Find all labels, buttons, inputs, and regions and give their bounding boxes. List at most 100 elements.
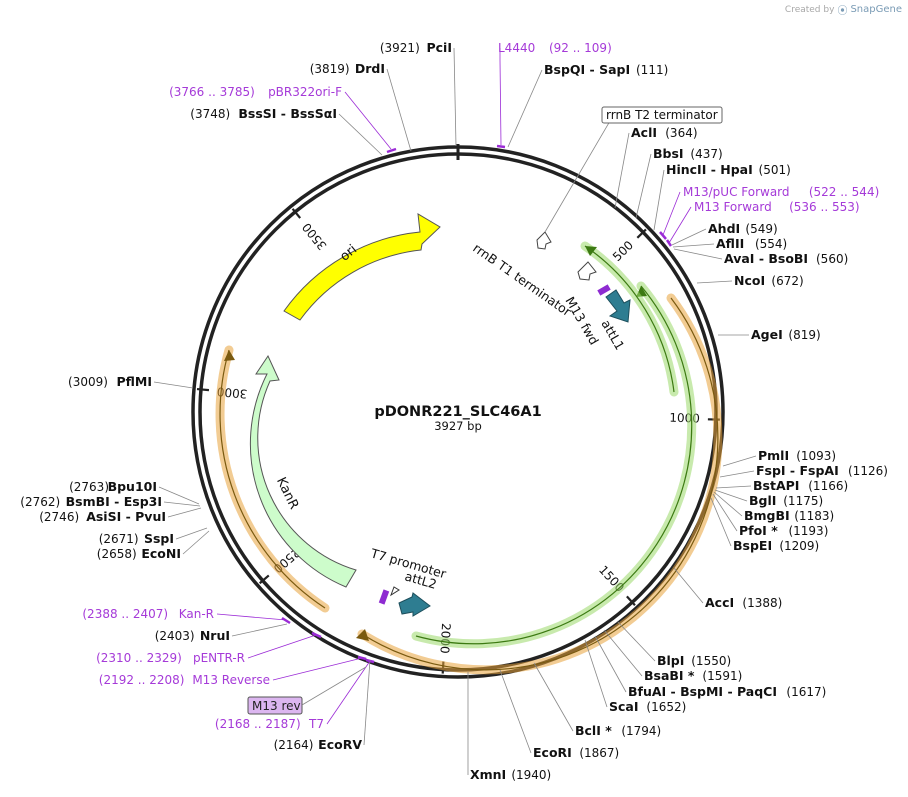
site-name: BspQI - SapI: [544, 62, 630, 77]
site-position: (1175): [783, 494, 823, 508]
site-pcii[interactable]: PciI(3921): [380, 40, 452, 55]
site-leader: [671, 228, 707, 246]
tick-mark: [636, 228, 647, 239]
site-leader: [158, 486, 200, 505]
primer-leader: [247, 634, 317, 659]
primer-range: (536 .. 553): [789, 200, 859, 214]
primer-m13fwd[interactable]: M13 Forward(536 .. 553): [694, 200, 860, 214]
kanr-arrow[interactable]: [249, 354, 357, 588]
site-position: (1193): [788, 524, 828, 538]
site-fspi[interactable]: FspI - FspAI(1126): [756, 463, 888, 478]
attl2-primer[interactable]: [378, 589, 390, 605]
site-position: (1652): [646, 700, 686, 714]
site-aflii[interactable]: AflII(554): [716, 236, 787, 251]
t7-promoter-shape: [390, 586, 400, 597]
site-name: BsaBI *: [644, 668, 695, 683]
site-name: PflMI: [116, 374, 152, 389]
site-name: AsiSI - PvuI: [86, 509, 166, 524]
plasmid-size: 3927 bp: [434, 419, 482, 433]
rrnb-t1-shape: [577, 261, 597, 281]
site-acci[interactable]: AccI(1388): [705, 595, 782, 610]
site-name: NruI: [200, 628, 230, 643]
m13-rev-box[interactable]: [247, 696, 303, 715]
site-bmgbi[interactable]: BmgBI(1183): [744, 508, 834, 523]
primer-m13rev[interactable]: M13 Reverse(2192 .. 2208): [99, 673, 270, 687]
site-name: AccI: [705, 595, 734, 610]
site-econi[interactable]: EcoNI(2658): [97, 546, 181, 561]
attl1-arrow[interactable]: [605, 289, 631, 323]
site-bfuai[interactable]: BfuAI - BspMI - PaqCI(1617): [628, 684, 826, 699]
site-nrui[interactable]: NruI(2403): [155, 628, 230, 643]
site-leader: [153, 381, 194, 389]
site-hincii[interactable]: HincII - HpaI(501): [666, 162, 791, 177]
primer-mark-kanr: [281, 616, 291, 625]
site-drdi[interactable]: DrdI(3819): [310, 61, 385, 76]
site-pmli[interactable]: PmlI(1093): [758, 448, 836, 463]
feature-attl2[interactable]: T7 promoter attL2: [368, 545, 449, 617]
site-ncoi[interactable]: NcoI(672): [734, 273, 804, 288]
attl1-primer[interactable]: [597, 284, 611, 296]
site-xmni[interactable]: XmnI(1940): [470, 767, 551, 782]
site-pfoi[interactable]: PfoI *(1193): [739, 523, 828, 538]
site-agei[interactable]: AgeI(819): [751, 327, 821, 342]
site-position: (554): [755, 237, 787, 251]
leader-lines: [153, 47, 757, 775]
primer-t7[interactable]: T7(2168 .. 2187): [215, 717, 324, 731]
m13-rev-box-group[interactable]: M13 rev: [247, 666, 367, 715]
feature-rrnb-t2[interactable]: rrnB T2 terminator: [536, 106, 723, 250]
site-bcli[interactable]: BclI *(1794): [575, 723, 661, 738]
attl2-arrow[interactable]: [398, 592, 431, 617]
site-bbsi[interactable]: BbsI(437): [653, 146, 723, 161]
site-position: (1867): [579, 746, 619, 760]
feature-ori[interactable]: ori: [283, 213, 441, 321]
site-leader: [163, 501, 201, 507]
primer-mark-l4440: [496, 144, 506, 149]
site-bspei[interactable]: BspEI(1209): [733, 538, 819, 553]
site-acli[interactable]: AclI(364): [631, 125, 698, 140]
primer-range: (2388 .. 2407): [82, 607, 168, 621]
site-bgli[interactable]: BglI(1175): [749, 493, 823, 508]
site-leader: [673, 567, 704, 604]
primer-mark-m13puc: [659, 231, 667, 240]
site-bsssi[interactable]: BssSI - BssSαI(3748): [190, 106, 337, 121]
site-pflmi[interactable]: PflMI(3009): [68, 374, 152, 389]
site-leader: [653, 169, 665, 231]
ori-arrow[interactable]: [283, 213, 441, 321]
site-avai[interactable]: AvaI - BsoBI(560): [724, 251, 848, 266]
site-ecorv[interactable]: EcoRV(2164): [274, 737, 363, 752]
site-labels: PciI(3921) DrdI(3819) BssSI - BssSαI(3748)…: [20, 40, 888, 782]
rrnb-t2-label: rrnB T2 terminator: [606, 108, 718, 122]
site-asisi[interactable]: AsiSI - PvuI(2746): [39, 509, 166, 524]
site-bsabi[interactable]: BsaBI *(1591): [644, 668, 742, 683]
site-scai[interactable]: ScaI(1652): [609, 699, 686, 714]
primer-pbr322[interactable]: pBR322ori-F(3766 .. 3785): [169, 85, 342, 99]
site-leader: [710, 497, 732, 547]
site-leader: [594, 635, 627, 693]
primer-l4440[interactable]: L4440(92 .. 109): [498, 41, 612, 55]
site-position: (437): [690, 147, 722, 161]
primer-m13puc[interactable]: M13/pUC Forward(522 .. 544): [683, 185, 879, 199]
site-blpi[interactable]: BlpI(1550): [657, 653, 731, 668]
site-position: (1093): [796, 449, 836, 463]
site-bspqi[interactable]: BspQI - SapI(111): [544, 62, 668, 77]
site-name: DrdI: [355, 61, 385, 76]
orange-track-left-head: [224, 350, 235, 361]
site-position: (501): [759, 163, 791, 177]
primer-leader: [326, 660, 371, 725]
primer-kanr-primer[interactable]: Kan-R(2388 .. 2407): [82, 607, 214, 621]
primer-name: pENTR-R: [193, 651, 245, 665]
site-bstapi[interactable]: BstAPI(1166): [753, 478, 848, 493]
primer-pentr[interactable]: pENTR-R(2310 .. 2329): [96, 651, 245, 665]
site-ecori[interactable]: EcoRI(1867): [533, 745, 619, 760]
site-leader: [175, 527, 208, 540]
site-bsmbi[interactable]: BsmBI - Esp3I(2762): [20, 494, 162, 509]
tick-mark: [259, 574, 270, 585]
site-bpu10i[interactable]: Bpu10I(2763): [69, 479, 157, 494]
snapgene-logo-icon: ⦿: [837, 6, 848, 17]
site-position: (1617): [786, 685, 826, 699]
site-sspi[interactable]: SspI(2671): [99, 531, 174, 546]
feature-attl1[interactable]: attL1 M13 fwd: [562, 284, 631, 353]
primer-range: (2168 .. 2187): [215, 717, 301, 731]
site-ahdi[interactable]: AhdI(549): [708, 221, 778, 236]
tick-label: 500: [610, 238, 636, 264]
